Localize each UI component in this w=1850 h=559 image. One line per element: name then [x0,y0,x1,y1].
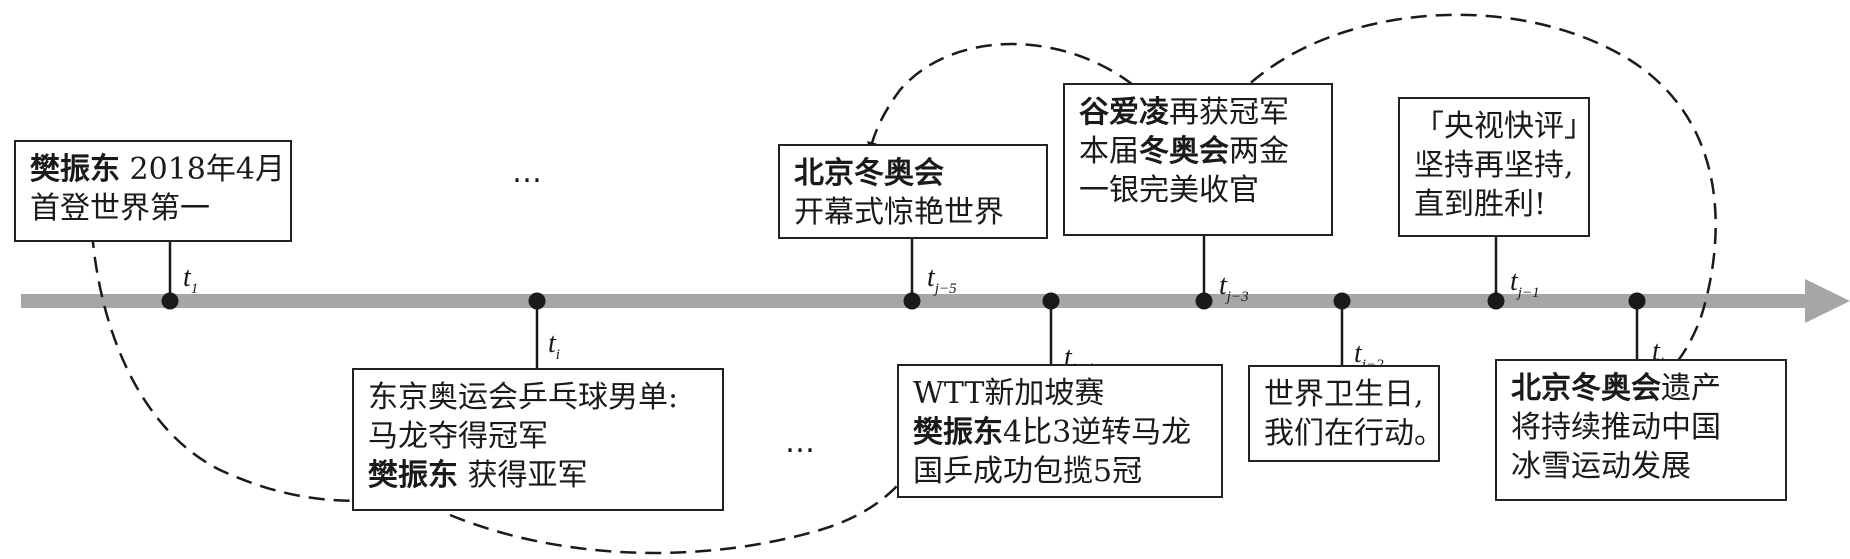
event-text: 遗产 [1661,371,1721,406]
event-box: WTT新加坡赛樊振东4比3逆转马龙国乒成功包揽5冠 [897,364,1223,498]
event-box: 北京冬奥会开幕式惊艳世界 [778,144,1048,239]
event-box: 谷爱凌再获冠军本届冬奥会两金一银完美收官 [1063,83,1333,236]
event-text: 2018年4月 [120,152,285,187]
event-node [1487,292,1505,310]
event-text: 4比3逆转马龙 [1003,415,1192,450]
event-text: 东京奥运会乒乓球男单: [368,380,679,415]
event-node [161,292,179,310]
event-text: WTT新加坡赛 [913,376,1105,411]
event-text: 本届 [1079,134,1139,169]
event-text: 「央视快评」 [1414,109,1594,144]
event-text: 两金 [1229,134,1289,169]
time-label-base: t [548,328,556,359]
time-label: tj−5 [927,262,957,298]
time-label: ti [548,328,560,364]
event-text-line: 国乒成功包揽5冠 [913,452,1209,491]
time-label-subscript: j−5 [934,281,957,297]
event-text-line: 樊振东 2018年4月 [30,150,285,189]
time-label-base: t [1354,338,1362,369]
event-text-line: 我们在行动。 [1264,414,1444,453]
event-text-line: 马龙夺得冠军 [368,417,710,456]
event-text: 我们在行动。 [1264,416,1444,451]
time-label-subscript: 1 [190,281,199,297]
time-label-base: t [1510,266,1518,297]
entity-highlight: 樊振东 [368,458,458,493]
time-label-base: t [1652,336,1660,367]
axis-arrow-icon [1805,279,1850,323]
event-text-line: 北京冬奥会 [794,154,1034,193]
event-text: 开幕式惊艳世界 [794,195,1004,230]
event-text-line: 樊振东4比3逆转马龙 [913,413,1209,452]
event-text: 一银完美收官 [1079,173,1259,208]
event-text: 坚持再坚持, [1414,148,1574,183]
entity-highlight: 北京冬奥会 [794,156,944,191]
time-label-subscript: i [555,347,560,363]
event-box: 世界卫生日, 我们在行动。 [1248,365,1444,462]
event-box: 「央视快评」坚持再坚持, 直到胜利! [1398,97,1594,237]
event-text: 马龙夺得冠军 [368,419,548,454]
event-text-line: 冰雪运动发展 [1511,447,1773,486]
entity-link-arrow [90,231,380,506]
event-text-line: 一银完美收官 [1079,171,1319,210]
event-text-line: 首登世界第一 [30,189,278,228]
time-label: t1 [183,262,198,298]
time-label: tj−3 [1219,270,1249,306]
event-box: 北京冬奥会遗产将持续推动中国冰雪运动发展 [1495,359,1787,501]
entity-highlight: 樊振东 [30,152,120,187]
entity-highlight: 冬奥会 [1139,134,1229,169]
event-node [903,292,921,310]
event-node [1628,292,1646,310]
time-label-base: t [927,262,935,293]
event-text: 首登世界第一 [30,191,210,226]
event-node [1195,292,1213,310]
ellipsis-bottom: … [785,425,821,460]
event-text-line: 本届冬奥会两金 [1079,132,1319,171]
time-label-base: t [183,262,191,293]
entity-link-arrow [1216,13,1717,374]
entity-highlight: 樊振东 [913,415,1003,450]
entity-highlight: 北京冬奥会 [1511,371,1661,406]
event-text-line: 东京奥运会乒乓球男单: [368,378,710,417]
event-text: 直到胜利! [1414,187,1547,222]
time-label-subscript: j−1 [1517,285,1540,301]
event-box: 樊振东 2018年4月首登世界第一 [14,140,292,242]
event-text-line: 北京冬奥会遗产 [1511,369,1773,408]
event-text: 获得亚军 [458,458,588,493]
event-box: 东京奥运会乒乓球男单: 马龙夺得冠军樊振东 获得亚军 [352,368,724,511]
time-label-base: t [1219,270,1227,301]
event-text-line: 将持续推动中国 [1511,408,1773,447]
event-text-line: 开幕式惊艳世界 [794,193,1034,232]
event-text-line: 世界卫生日, [1264,375,1426,414]
entity-link-arrow [449,453,922,555]
event-text: 再获冠军 [1169,95,1289,130]
event-node [528,292,546,310]
event-text: 将持续推动中国 [1511,410,1721,445]
event-node [1333,292,1351,310]
entity-highlight: 谷爱凌 [1079,95,1169,130]
time-label-subscript: j−3 [1226,289,1249,305]
event-text-line: WTT新加坡赛 [913,374,1209,413]
event-text-line: 樊振东 获得亚军 [368,456,710,495]
event-text: 世界卫生日, [1264,377,1424,412]
time-label-base: t [1064,342,1072,373]
event-text-line: 谷爱凌再获冠军 [1079,93,1319,132]
event-text-line: 「央视快评」 [1414,107,1594,146]
time-label: tj−1 [1510,266,1540,302]
event-text: 国乒成功包揽5冠 [913,454,1143,489]
event-text: 冰雪运动发展 [1511,449,1691,484]
event-text-line: 直到胜利! [1414,185,1576,224]
event-node [1042,292,1060,310]
event-text-line: 坚持再坚持, [1414,146,1576,185]
ellipsis-top: … [512,155,548,190]
